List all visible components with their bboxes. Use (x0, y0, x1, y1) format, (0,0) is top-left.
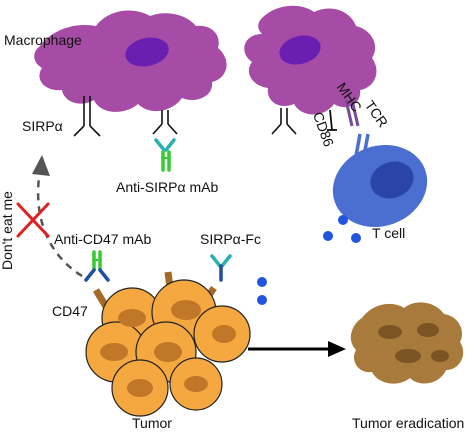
sirpa-label: SIRPα (22, 118, 63, 134)
eradication-arrow (248, 341, 346, 357)
macrophage-left-nucleus (125, 37, 169, 67)
tumor-nuclei (100, 300, 236, 397)
cytokine-dots-tumor (257, 277, 267, 305)
anti-cd47-label: Anti-CD47 mAb (54, 231, 152, 247)
sirpa-fc-label: SIRPα-Fc (200, 231, 261, 247)
sirpa-receptor-right (271, 108, 297, 135)
cytokine-dots-tcell (323, 215, 361, 243)
anti-sirpa-antibody (154, 138, 176, 172)
macrophage-left (34, 10, 227, 112)
sirpa-receptor-left (73, 96, 101, 137)
tumor-eradication-label: Tumor eradication (352, 415, 465, 431)
t-cell-label: T cell (372, 225, 406, 241)
macrophage-right-nucleus (279, 35, 321, 65)
cd86-molecule (327, 109, 337, 131)
cd47-label: CD47 (52, 303, 88, 319)
macrophage-right (244, 5, 377, 115)
anti-cd47-antibody (84, 250, 110, 282)
t-cell-nucleus (370, 161, 414, 199)
tumor-label: Tumor (132, 415, 172, 431)
tumor-debris (350, 302, 464, 384)
sirpa-fc-molecule (210, 254, 232, 282)
anti-sirpa-label: Anti-SIRPα mAb (116, 179, 219, 195)
sirpa-receptor-middle (152, 110, 178, 135)
dont-eat-me-arrow (32, 155, 83, 278)
t-cell (332, 144, 428, 228)
inhibit-x-icon (16, 202, 50, 238)
mhc-molecule (344, 99, 360, 127)
macrophage-label: Macrophage (4, 32, 82, 48)
dont-eat-me-label: Don't eat me (0, 191, 15, 270)
